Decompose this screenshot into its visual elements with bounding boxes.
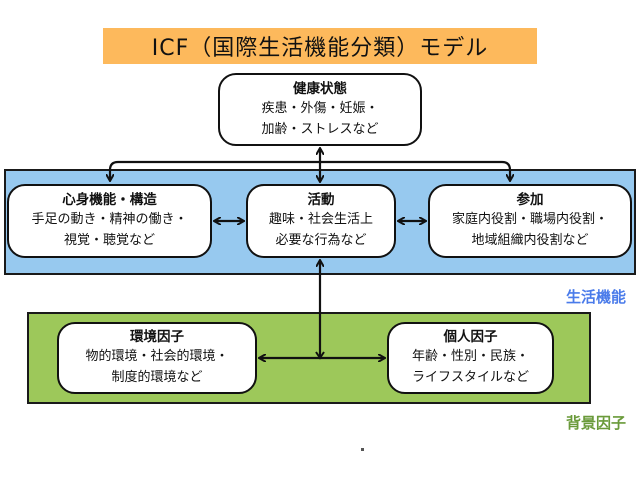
node-heading: 活動 xyxy=(307,192,335,208)
node-personal-factors: 個人因子 年齢・性別・民族・ ライフスタイルなど xyxy=(387,322,554,394)
node-text: 加齢・ストレスなど xyxy=(261,121,379,137)
node-text: 必要な行為など xyxy=(275,233,367,248)
node-heading: 個人因子 xyxy=(443,329,498,345)
node-participation: 参加 家庭内役割・職場内役割・ 地域組織内役割など xyxy=(428,184,632,258)
node-text: 家庭内役割・職場内役割・ xyxy=(451,212,608,227)
node-heading: 健康状態 xyxy=(293,80,347,97)
node-text: 趣味・社会生活上 xyxy=(268,212,373,227)
node-health-condition: 健康状態 疾患・外傷・妊娠・ 加齢・ストレスなど xyxy=(218,73,422,146)
node-environmental-factors: 環境因子 物的環境・社会的環境・ 制度的環境など xyxy=(57,322,257,394)
node-text: ライフスタイルなど xyxy=(411,370,529,385)
node-text: 年齢・性別・民族・ xyxy=(411,349,529,364)
life-functioning-label: 生活機能 xyxy=(565,288,626,306)
contextual-factors-label: 背景因子 xyxy=(565,414,626,432)
node-activity: 活動 趣味・社会生活上 必要な行為など xyxy=(246,184,396,258)
node-heading: 心身機能・構造 xyxy=(62,192,157,208)
node-text: 視覚・聴覚など xyxy=(63,233,155,248)
node-text: 疾患・外傷・妊娠・ xyxy=(261,100,379,116)
node-text: 制度的環境など xyxy=(111,370,203,385)
node-heading: 参加 xyxy=(516,192,544,208)
node-text: 物的環境・社会的環境・ xyxy=(85,349,229,364)
stray-mark xyxy=(361,448,364,451)
node-text: 地域組織内役割など xyxy=(471,233,589,248)
node-body-functions: 心身機能・構造 手足の動き・精神の働き・ 視覚・聴覚など xyxy=(7,184,212,258)
node-heading: 環境因子 xyxy=(130,329,184,345)
node-text: 手足の動き・精神の働き・ xyxy=(31,212,188,227)
diagram-title: ICF（国際生活機能分類）モデル xyxy=(103,28,537,64)
